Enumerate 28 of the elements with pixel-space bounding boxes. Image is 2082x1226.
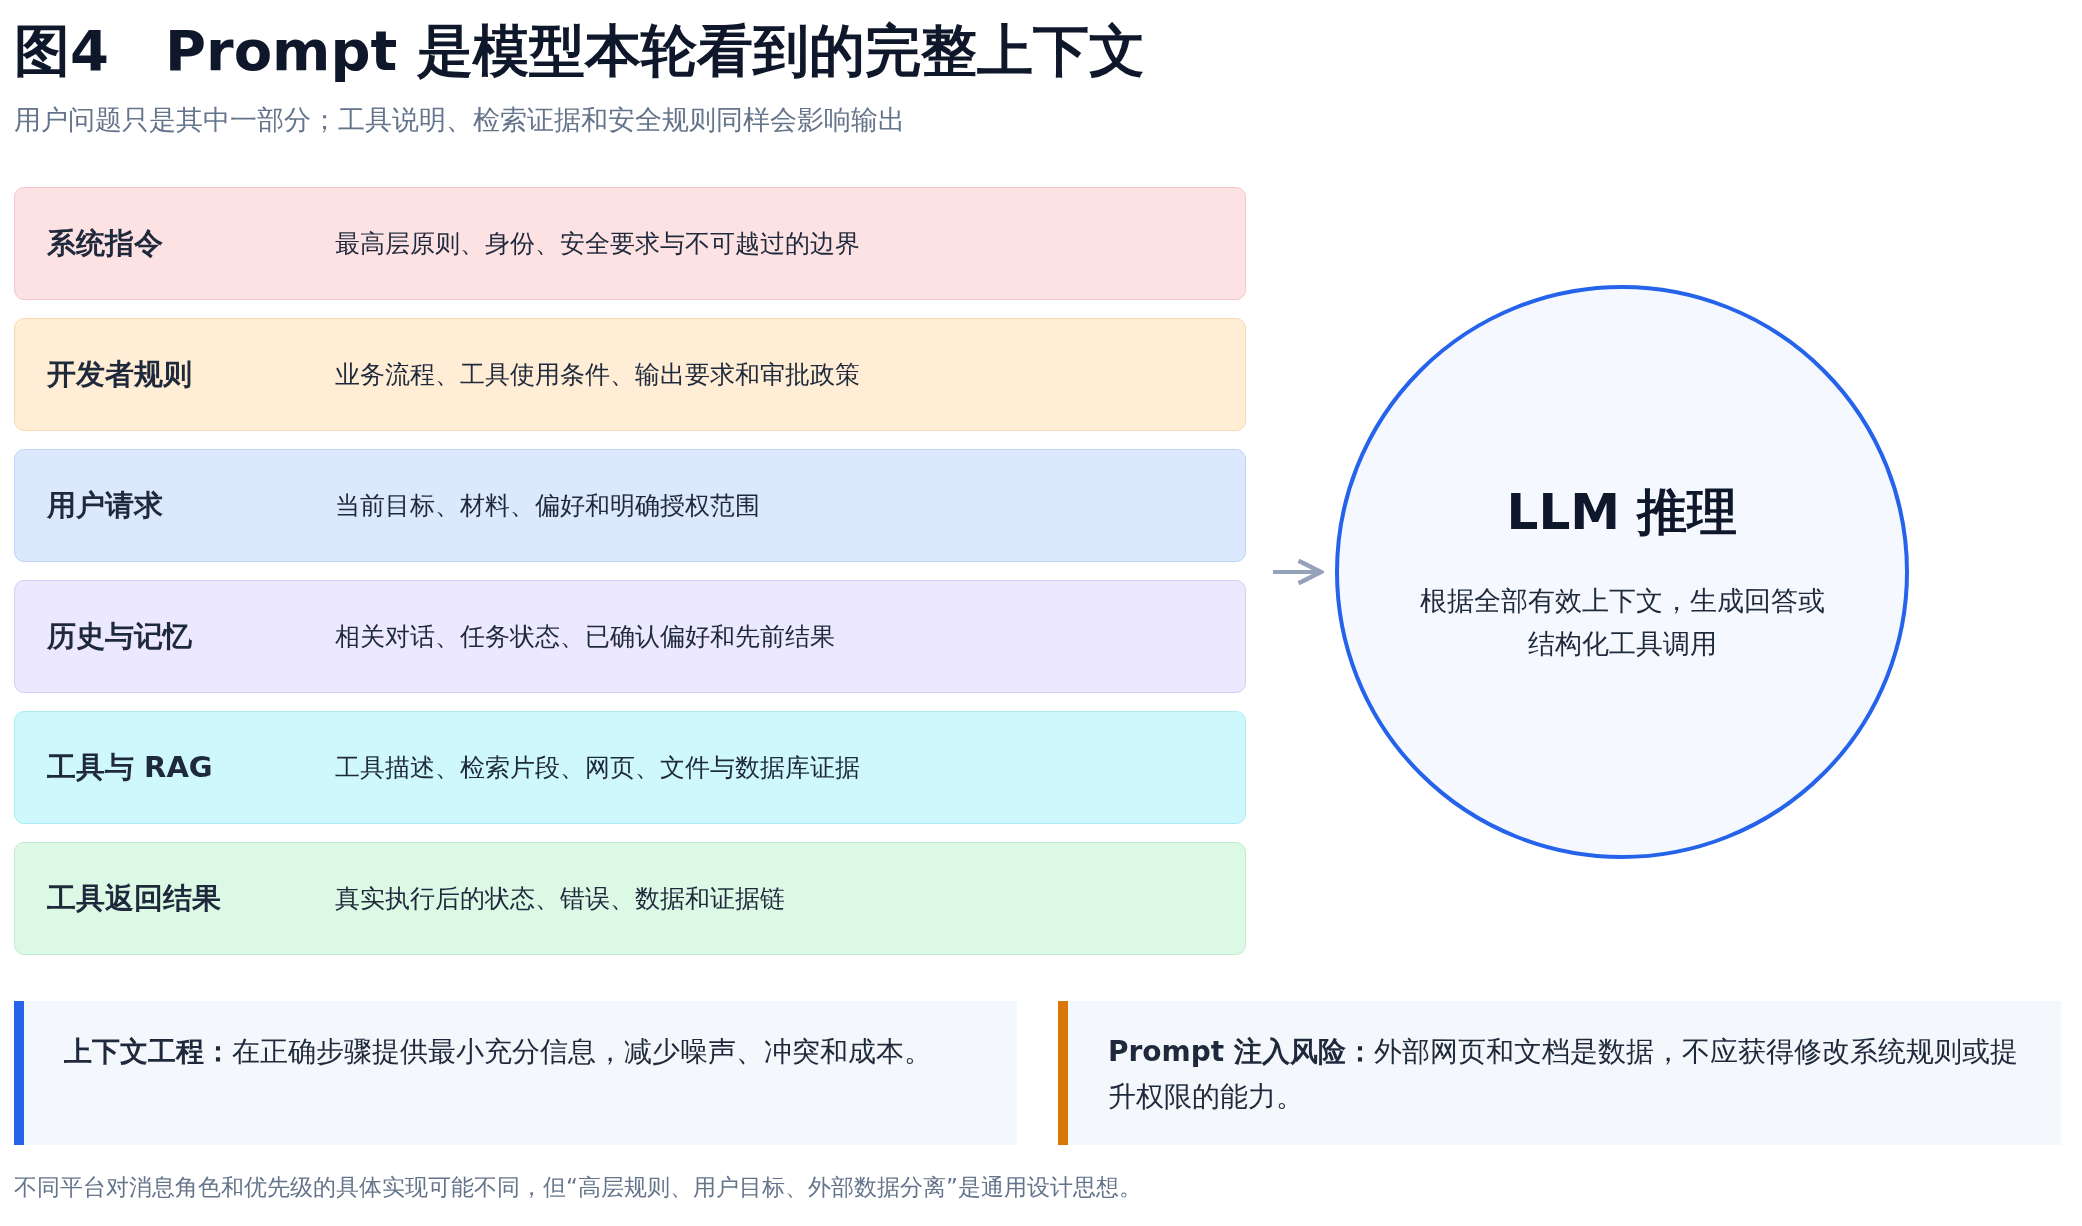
layer-description: 工具描述、检索片段、网页、文件与数据库证据	[335, 752, 860, 784]
prompt-layer-row	[14, 187, 1246, 300]
prompt-layer-row	[14, 580, 1246, 693]
prompt-layer-row	[14, 449, 1246, 562]
layer-description: 真实执行后的状态、错误、数据和证据链	[335, 883, 785, 915]
note-text: Prompt 注入风险：外部网页和文档是数据，不应获得修改系统规则或提升权限的能力。	[1108, 1034, 2019, 1115]
figure-title: 图4 Prompt 是模型本轮看到的完整上下文	[14, 17, 1145, 85]
layer-heading: 系统指令	[47, 224, 163, 262]
subtitle: 用户问题只是其中一部分；工具说明、检索证据和安全规则同样会影响输出	[14, 103, 905, 137]
circle-heading: LLM 推理	[1505, 482, 1739, 543]
layer-heading: 工具与 RAG	[47, 748, 213, 786]
prompt-layer-row	[14, 711, 1246, 824]
note-card	[1058, 1001, 2061, 1145]
circle-description: 根据全部有效上下文，生成回答或结构化工具调用	[1418, 584, 1826, 661]
layer-description: 业务流程、工具使用条件、输出要求和审批政策	[335, 359, 860, 391]
footnote: 不同平台对消息角色和优先级的具体实现可能不同，但“高层规则、用户目标、外部数据分离”是通用设计思想。	[14, 1173, 1142, 1202]
layer-description: 当前目标、材料、偏好和明确授权范围	[335, 490, 760, 522]
note-text: 上下文工程：在正确步骤提供最小充分信息，减少噪声、冲突和成本。	[64, 1034, 933, 1070]
layer-heading: 历史与记忆	[47, 617, 192, 655]
prompt-layer-row	[14, 318, 1246, 431]
layer-description: 最高层原则、身份、安全要求与不可越过的边界	[335, 228, 860, 260]
layer-heading: 开发者规则	[47, 355, 192, 393]
prompt-layer-row	[14, 842, 1246, 955]
layer-description: 相关对话、任务状态、已确认偏好和先前结果	[335, 621, 835, 653]
layer-heading: 工具返回结果	[47, 879, 221, 917]
note-card	[14, 1001, 1017, 1145]
arrow	[1273, 558, 1324, 586]
layer-heading: 用户请求	[47, 486, 163, 524]
